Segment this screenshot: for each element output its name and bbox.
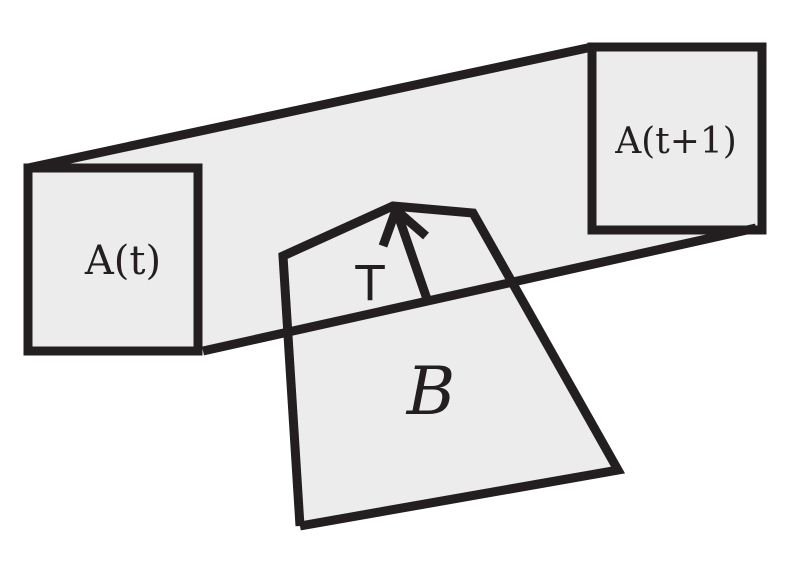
label-t: T	[354, 256, 385, 312]
region-b-shape	[283, 206, 618, 526]
arrow-shaft	[392, 210, 433, 304]
label-b: B	[406, 353, 456, 430]
box-a-t	[23, 163, 203, 356]
translation-arrow	[378, 202, 433, 304]
sweep-top-edge	[27, 42, 593, 173]
sweep-bottom-edge	[202, 223, 757, 356]
label-a-t: A(t)	[84, 238, 161, 284]
arrow-head	[378, 202, 429, 248]
label-a-t-plus-1: A(t+1)	[614, 121, 737, 162]
box-a-t-plus-1	[587, 42, 767, 235]
region-b-outline	[278, 201, 626, 531]
swept-volume	[28, 47, 762, 351]
